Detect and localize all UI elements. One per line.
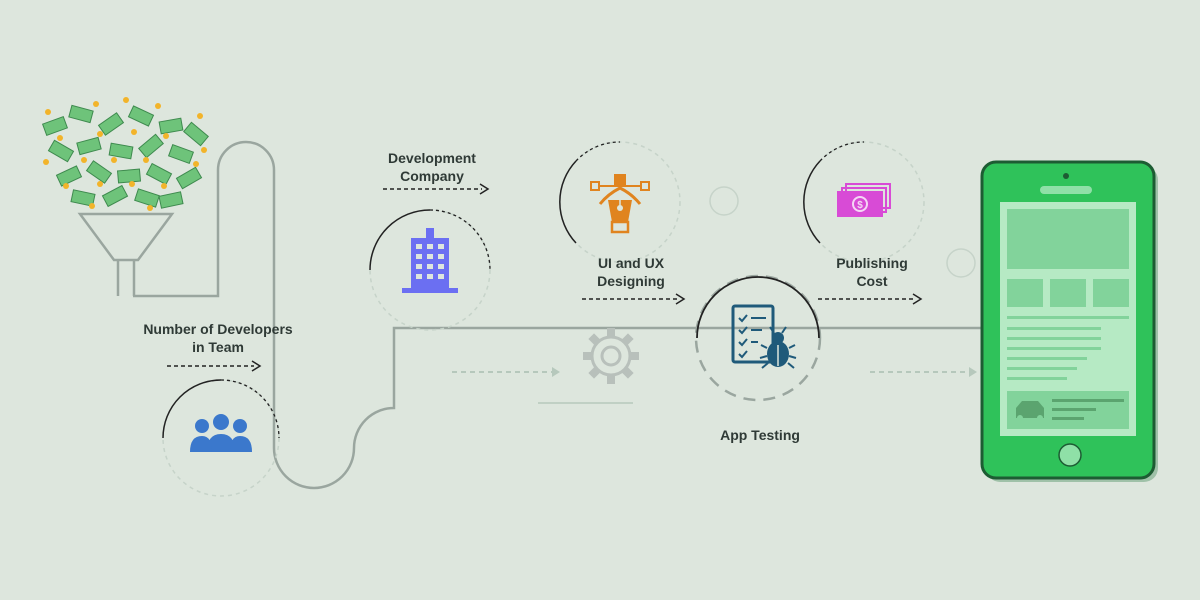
flow-path [133,140,990,490]
publishing-label-line1: Publishing [836,255,908,271]
pen-tool-icon [590,174,650,234]
checklist-bug-icon [731,304,797,369]
decor-circle [709,186,739,216]
gear-icon [583,328,639,384]
design-label: UI and UX Designing [571,254,691,290]
team-icon [190,414,252,452]
arrow-design [582,293,686,305]
publishing-label-line2: Cost [856,273,888,289]
developers-node [162,379,280,497]
testing-label: App Testing [720,427,800,443]
arrow-company [383,183,490,195]
developers-label-line2: in Team [192,339,244,355]
cash-stack-icon: $ [837,183,891,217]
publishing-node: $ [803,141,925,263]
company-label: Development Company [370,149,494,185]
company-node [369,209,491,331]
design-label-line2: Designing [597,273,665,289]
publishing-label: Publishing Cost [812,254,932,290]
testing-node [694,274,822,402]
company-label-line1: Development [388,150,476,166]
decor-circle [946,248,976,278]
faded-arrow-head [552,367,560,377]
faded-arrow-head [969,367,977,377]
company-label-line2: Company [400,168,464,184]
developers-label: Number of Developers in Team [138,320,298,356]
office-building-icon [402,228,458,293]
design-node [559,141,681,263]
svg-text:$: $ [857,200,863,211]
arrow-publishing [818,293,923,305]
arrow-developers [167,360,262,372]
developers-label-line1: Number of Developers [143,321,293,337]
design-label-line1: UI and UX [597,255,665,271]
money-funnel-icon [41,97,209,296]
smartphone-icon [980,160,1158,482]
